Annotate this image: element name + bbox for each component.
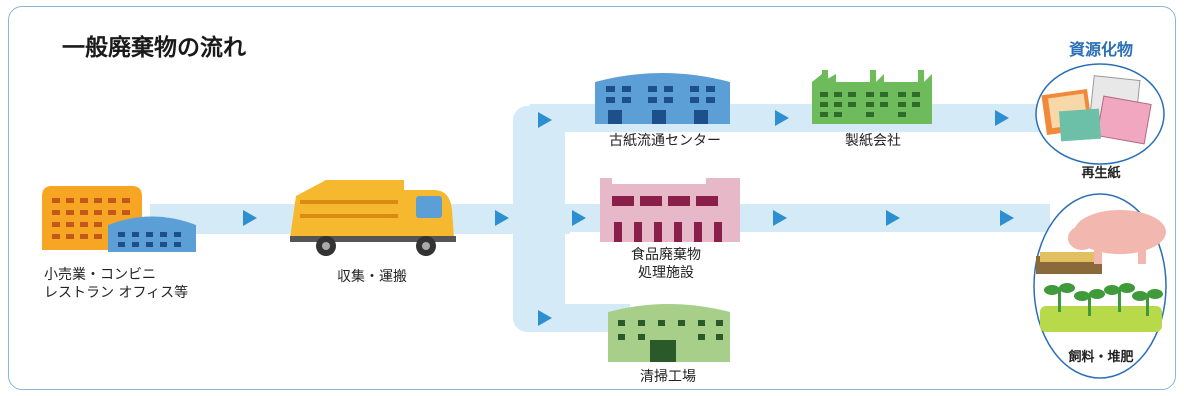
food-processing-plant-icon xyxy=(600,178,740,242)
food-plant-label-line1: 食品廃棄物 xyxy=(631,247,701,263)
diagram-title: 一般廃棄物の流れ xyxy=(62,35,246,61)
flow-arrow-icon xyxy=(538,112,552,128)
feed-compost-circle xyxy=(1033,193,1167,379)
flow-arrow-icon xyxy=(775,110,789,126)
source-label: 小売業・コンビニ レストラン オフィス等 xyxy=(44,266,188,302)
pig-feed-icon xyxy=(1036,210,1166,274)
flow-arrow-icon xyxy=(538,310,552,326)
feed-compost-label: 飼料・堆肥 xyxy=(1068,350,1134,365)
source-label-line1: 小売業・コンビニ xyxy=(44,267,156,283)
resources-heading: 資源化物 xyxy=(1068,40,1133,59)
incinerator-label: 清掃工場 xyxy=(640,369,696,385)
flow-arrow-icon xyxy=(1000,210,1014,226)
paper-center-label: 古紙流通センター xyxy=(609,133,721,149)
flow-arrow-icon xyxy=(243,210,257,226)
sprout-icon xyxy=(1044,283,1163,316)
flow-arrow-icon xyxy=(495,210,509,226)
source-label-line2: レストラン オフィス等 xyxy=(44,285,189,301)
food-plant-label-line2: 処理施設 xyxy=(638,265,694,281)
flow-band-branch xyxy=(513,106,565,332)
office-building-icon xyxy=(42,186,196,252)
garbage-truck-icon xyxy=(290,180,456,256)
flow-arrow-icon xyxy=(572,210,586,226)
flow-arrow-icon xyxy=(773,210,787,226)
warehouse-icon xyxy=(595,73,730,124)
paper-mill-factory-icon xyxy=(812,70,932,124)
diagram-frame xyxy=(8,6,1176,390)
recycled-paper-icon xyxy=(1035,63,1165,165)
incinerator-plant-icon xyxy=(608,304,730,362)
flow-arrow-icon xyxy=(995,110,1009,126)
recycled-paper-label: 再生紙 xyxy=(1081,166,1121,181)
flow-arrows xyxy=(243,110,1014,326)
flow-arrow-icon xyxy=(886,210,900,226)
food-plant-label: 食品廃棄物 処理施設 xyxy=(616,246,716,282)
paper-mill-label: 製紙会社 xyxy=(845,133,901,149)
collection-label: 収集・運搬 xyxy=(337,269,407,285)
